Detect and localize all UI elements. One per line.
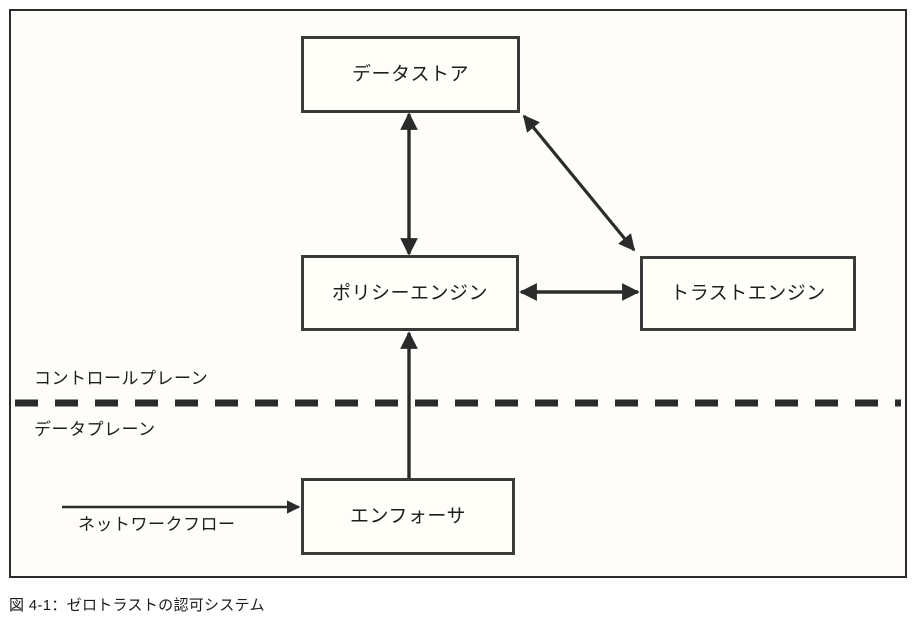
data-plane-label: データプレーン <box>34 420 156 439</box>
node-policy-engine[interactable]: ポリシーエンジン <box>301 255 519 331</box>
node-datastore-label: データストア <box>351 64 469 85</box>
node-enforcer-label: エンフォーサ <box>349 506 467 527</box>
node-policy-engine-label: ポリシーエンジン <box>331 282 488 304</box>
node-trust-engine[interactable]: トラストエンジン <box>640 256 856 331</box>
node-trust-engine-label: トラストエンジン <box>670 283 826 304</box>
figure-caption: 図 4-1：ゼロトラストの認可システム <box>9 597 265 614</box>
network-flow-label: ネットワークフロー <box>78 515 236 534</box>
node-datastore[interactable]: データストア <box>301 36 520 113</box>
control-plane-label: コントロールプレーン <box>34 369 209 388</box>
node-enforcer[interactable]: エンフォーサ <box>301 478 515 555</box>
